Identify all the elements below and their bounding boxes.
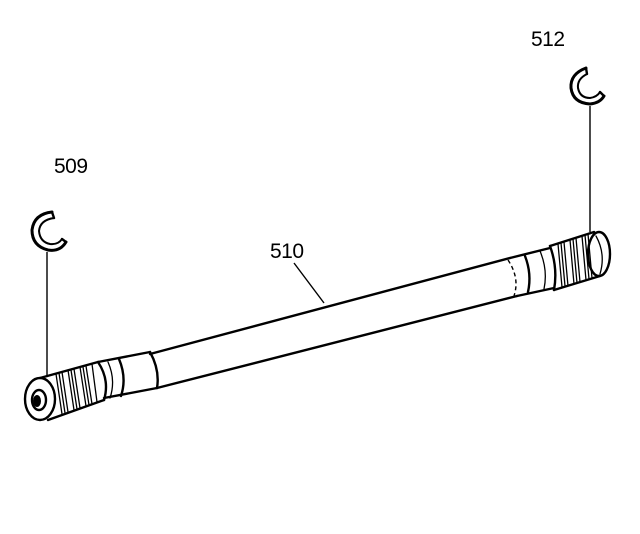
leader-510 — [293, 262, 325, 304]
right-splined-end — [548, 230, 612, 292]
snap-ring-509 — [30, 210, 68, 252]
callout-510: 510 — [270, 240, 304, 263]
callout-512: 512 — [531, 28, 565, 51]
snap-ring-512 — [569, 66, 606, 106]
callout-509: 509 — [54, 155, 88, 178]
left-splined-end — [23, 360, 108, 422]
shaft — [96, 246, 556, 400]
